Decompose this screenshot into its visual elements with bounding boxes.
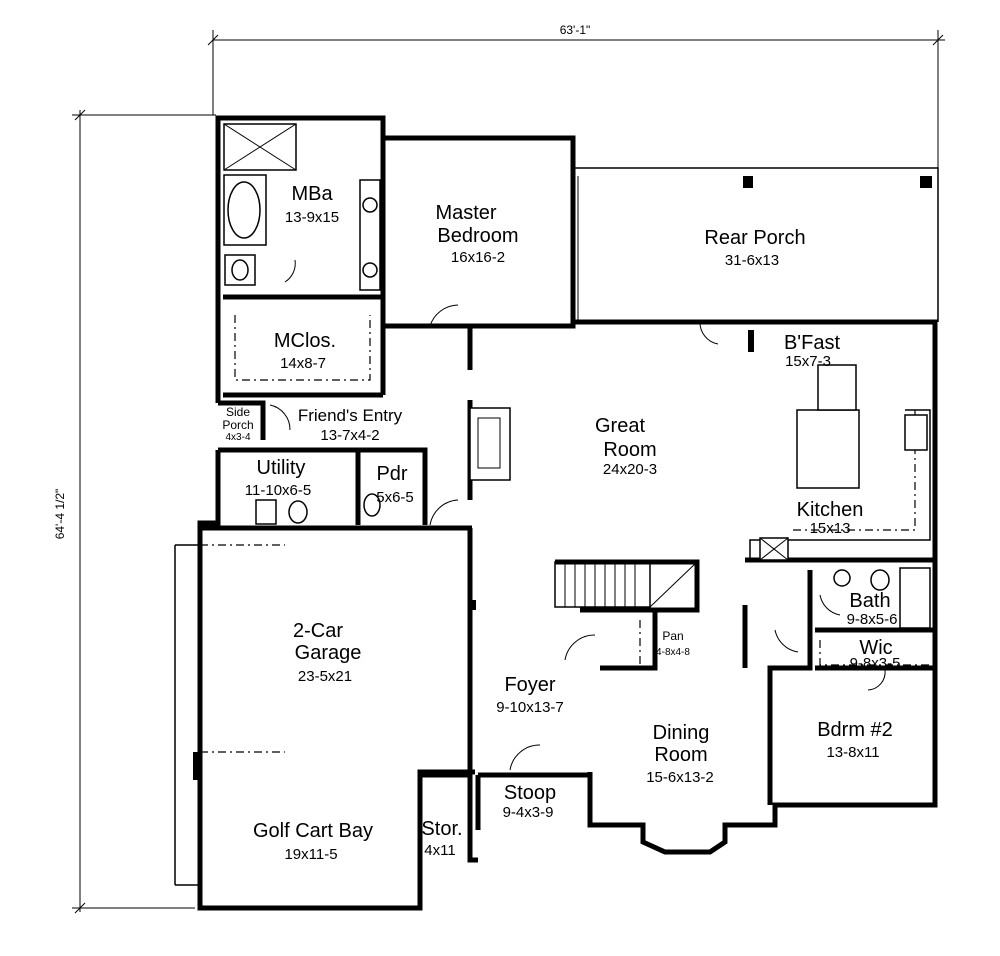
staircase [554,561,698,608]
room-dining-size: 15-6x13-2 [646,769,714,786]
room-stor-name: Stor. [421,818,462,840]
room-mclos: MClos. 14x8-7 [274,330,336,372]
room-pdr-size: 5x6-5 [376,489,414,506]
room-foyer: Foyer 9-10x13-7 [496,674,564,716]
room-wic: Wic 9-8x3-5 [850,637,901,672]
room-foyer-size: 9-10x13-7 [496,699,564,716]
room-greatroom-name1: Great [595,415,645,437]
room-sideporch-name1: Side [226,405,250,419]
room-friends-name: Friend's Entry [298,406,403,425]
room-foyer-name: Foyer [504,674,555,696]
room-garage-size: 23-5x21 [298,668,352,685]
room-wic-size: 9-8x3-5 [850,655,901,672]
room-storage: Stor. 4x11 [421,818,462,859]
room-golfcart-name: Golf Cart Bay [253,820,373,842]
room-garage-name1: 2-Car [293,620,343,642]
room-bath-name: Bath [849,590,890,612]
room-golfcart-size: 19x11-5 [284,846,337,863]
rear-porch-outline [575,167,939,322]
room-garage-name2: Garage [295,642,362,664]
room-great-room: Great Room 24x20-3 [595,415,657,478]
room-kitchen-name: Kitchen [797,499,864,521]
room-greatroom-name2: Room [603,439,656,461]
room-golf-cart-bay: Golf Cart Bay 19x11-5 [253,820,373,863]
room-bfast-name: B'Fast [784,332,840,354]
room-stoop-size: 9-4x3-9 [503,804,554,821]
room-bfast: B'Fast 15x7-3 [784,332,840,370]
dimension-width: 63'-1" [207,23,945,170]
room-bdrm2: Bdrm #2 13-8x11 [817,719,893,761]
room-sideporch-size: 4x3-4 [225,432,250,443]
room-utility-size: 11-10x6-5 [245,482,311,499]
room-bfast-size: 15x7-3 [785,353,831,370]
room-friends-entry: Friend's Entry 13-7x4-2 [298,406,403,444]
room-bdrm2-name: Bdrm #2 [817,719,893,741]
room-rearporch-name: Rear Porch [704,227,805,249]
room-master-name2: Bedroom [437,225,518,247]
room-master-bedroom: Master Bedroom 16x16-2 [435,202,518,266]
room-bdrm2-size: 13-8x11 [826,744,879,761]
room-master-size: 16x16-2 [451,249,505,266]
room-stoop: Stoop 9-4x3-9 [503,782,557,821]
room-mclos-name: MClos. [274,330,336,352]
dimension-depth: 64'-4 1/2" [53,109,216,914]
room-mba-size: 13-9x15 [285,209,339,226]
room-stor-size: 4x11 [424,842,455,859]
room-pan-size: 4-8x4-8 [656,647,690,658]
overall-depth-label: 64'-4 1/2" [53,489,67,540]
room-pan-name: Pan [662,629,683,643]
room-dining: Dining Room 15-6x13-2 [646,722,714,786]
room-pantry: Pan 4-8x4-8 [656,629,690,658]
room-kitchen: Kitchen 15x13 [797,499,864,537]
room-dining-name1: Dining [653,722,710,744]
room-utility-name: Utility [257,457,306,479]
room-mba: MBa 13-9x15 [285,183,339,226]
room-rearporch-size: 31-6x13 [725,252,779,269]
room-greatroom-size: 24x20-3 [603,461,657,478]
room-sideporch-name2: Porch [222,418,253,432]
room-pdr-name: Pdr [376,463,407,485]
room-stoop-name: Stoop [504,782,556,804]
fixtures [174,123,931,886]
room-dining-name2: Room [654,744,707,766]
room-wic-name: Wic [859,637,892,659]
room-pdr: Pdr 5x6-5 [376,463,414,506]
room-mclos-size: 14x8-7 [280,355,326,372]
room-master-name1: Master [435,202,496,224]
room-kitchen-size: 15x13 [810,520,851,537]
room-mba-name: MBa [291,183,333,205]
room-bath-size: 9-8x5-6 [847,611,898,628]
room-garage: 2-Car Garage 23-5x21 [293,620,361,685]
room-utility: Utility 11-10x6-5 [245,457,311,499]
room-bath: Bath 9-8x5-6 [847,590,898,628]
overall-width-label: 63'-1" [560,23,591,37]
room-friends-size: 13-7x4-2 [320,427,379,444]
room-side-porch: Side Porch 4x3-4 [222,405,253,443]
room-rear-porch: Rear Porch 31-6x13 [704,227,805,269]
